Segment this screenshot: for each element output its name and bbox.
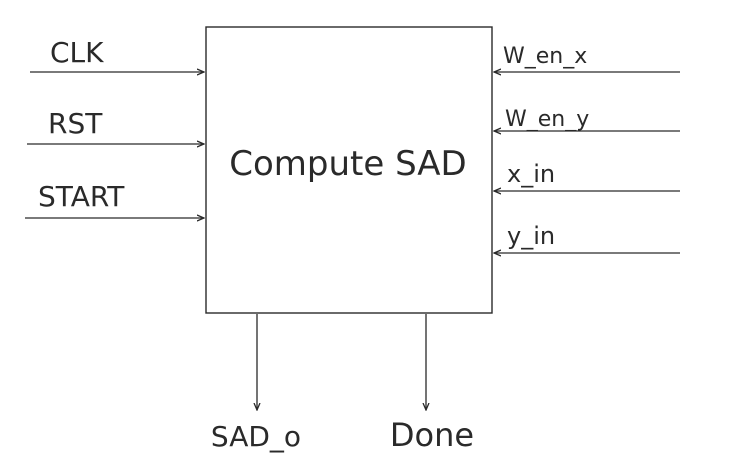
output-sad-o: SAD_o xyxy=(211,314,301,453)
clk-label: CLK xyxy=(50,36,104,69)
x-in-label: x_in xyxy=(507,160,555,188)
compute-sad-block xyxy=(205,26,493,314)
input-y-in: y_in xyxy=(494,222,680,253)
input-start: START xyxy=(25,180,204,218)
input-w-en-x: W_en_x xyxy=(494,44,680,72)
start-label: START xyxy=(38,180,125,213)
done-label: Done xyxy=(390,416,474,454)
input-clk: CLK xyxy=(30,36,204,72)
w-en-y-label: W_en_y xyxy=(505,107,589,132)
block-label: Compute SAD xyxy=(229,144,467,184)
input-rst: RST xyxy=(27,107,204,144)
output-done: Done xyxy=(390,314,474,454)
w-en-x-label: W_en_x xyxy=(503,44,587,69)
input-w-en-y: W_en_y xyxy=(494,107,680,132)
rst-label: RST xyxy=(48,107,103,140)
input-x-in: x_in xyxy=(494,160,680,191)
y-in-label: y_in xyxy=(507,222,555,250)
sad-o-label: SAD_o xyxy=(211,420,301,453)
